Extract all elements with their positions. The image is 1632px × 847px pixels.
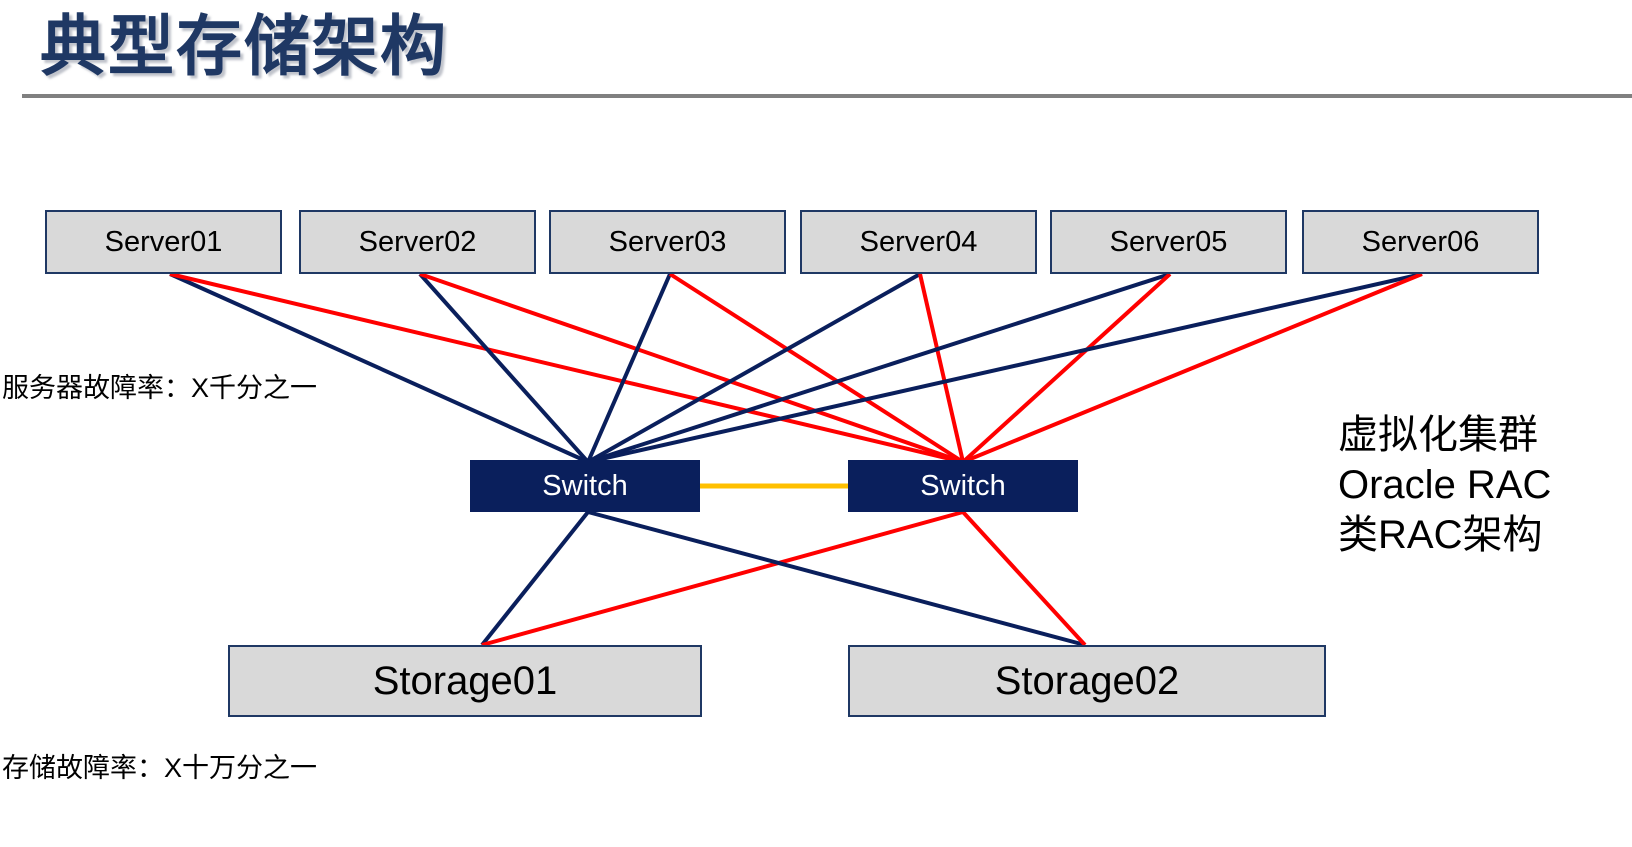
cluster-annotation-line-2: Oracle RAC xyxy=(1338,463,1552,507)
server-node-2[interactable]: Server02 xyxy=(299,210,536,274)
link-server6-to-switch-b xyxy=(962,272,1423,464)
switch-node-b[interactable]: Switch xyxy=(848,460,1078,512)
link-server1-to-switch-b xyxy=(169,272,964,464)
link-switch-a-to-storage1 xyxy=(480,510,590,647)
storage-failure-rate-label: 存储故障率：X十万分之一 xyxy=(2,753,318,783)
switch-node-b-label: Switch xyxy=(920,469,1006,502)
link-server5-to-switch-a xyxy=(587,272,1171,464)
storage-node-1[interactable]: Storage01 xyxy=(228,645,702,717)
server-failure-rate-label: 服务器故障率：X千分之一 xyxy=(2,373,318,403)
title-divider xyxy=(22,94,1632,98)
server-node-6[interactable]: Server06 xyxy=(1302,210,1539,274)
link-server1-to-switch-a xyxy=(169,272,589,464)
storage-node-1-label: Storage01 xyxy=(372,658,558,703)
cluster-annotation-line-3: 类RAC架构 xyxy=(1338,513,1543,557)
server-node-2-label: Server02 xyxy=(358,225,477,258)
server-node-6-label: Server06 xyxy=(1361,225,1480,258)
link-switch-b-to-storage1 xyxy=(481,510,964,647)
switch-node-a-label: Switch xyxy=(542,469,628,502)
server-node-1-label: Server01 xyxy=(104,225,223,258)
link-server4-to-switch-a xyxy=(587,272,921,464)
link-server3-to-switch-a xyxy=(586,273,672,463)
server-node-5-label: Server05 xyxy=(1109,225,1228,258)
server-node-3-label: Server03 xyxy=(608,225,727,258)
link-switch-a-to-storage2 xyxy=(587,510,1086,647)
link-server2-to-switch-a xyxy=(418,272,590,464)
link-switch-b-to-storage2 xyxy=(961,510,1087,647)
switch-node-a[interactable]: Switch xyxy=(470,460,700,512)
page-title: 典型存储架构 xyxy=(40,9,448,83)
storage-node-2-label: Storage02 xyxy=(994,658,1180,703)
link-server6-to-switch-a xyxy=(587,272,1423,464)
server-node-3[interactable]: Server03 xyxy=(549,210,786,274)
link-server4-to-switch-b xyxy=(918,273,965,463)
server-node-1[interactable]: Server01 xyxy=(45,210,282,274)
link-server3-to-switch-b xyxy=(668,272,965,464)
link-server5-to-switch-b xyxy=(961,272,1172,464)
storage-node-2[interactable]: Storage02 xyxy=(848,645,1326,717)
cluster-annotation: 虚拟化集群 Oracle RAC 类RAC架构 xyxy=(1338,410,1551,560)
server-node-4[interactable]: Server04 xyxy=(800,210,1037,274)
server-node-5[interactable]: Server05 xyxy=(1050,210,1287,274)
server-node-4-label: Server04 xyxy=(859,225,978,258)
link-server2-to-switch-b xyxy=(419,272,964,464)
cluster-annotation-line-1: 虚拟化集群 xyxy=(1338,413,1538,457)
